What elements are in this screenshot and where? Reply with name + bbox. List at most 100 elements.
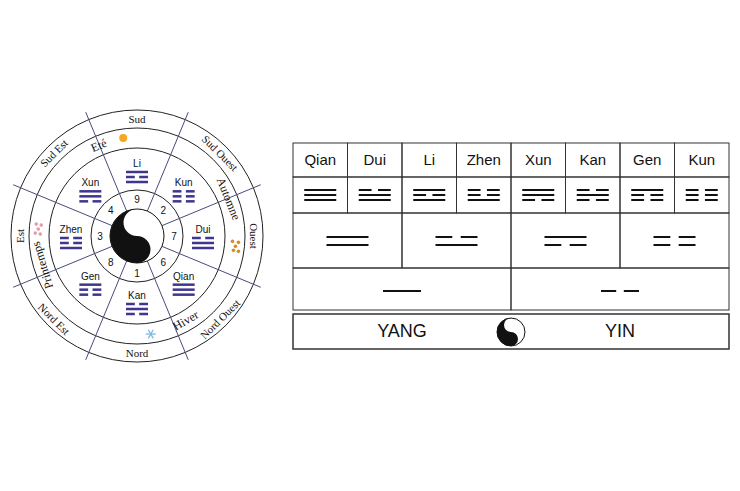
leaf-icon	[237, 250, 241, 254]
trigram-symbol	[686, 189, 699, 191]
trigram-symbol	[705, 199, 718, 201]
table-cell	[675, 177, 730, 213]
table-cell	[293, 143, 348, 177]
trigram-symbol	[686, 199, 699, 201]
trigram-symbol	[413, 189, 445, 191]
trigram-symbol	[413, 194, 426, 196]
blossom-icon	[38, 232, 42, 236]
trigram-name: Kan	[128, 290, 146, 301]
sector-line	[13, 246, 112, 287]
yin-label: YIN	[605, 322, 635, 342]
table-cell	[511, 177, 566, 213]
trigram-symbol	[359, 199, 391, 201]
number-label: 6	[160, 257, 166, 268]
trigram-symbol	[596, 189, 609, 191]
table-cell	[511, 143, 566, 177]
trigram-symbol	[487, 194, 500, 196]
snowflake-icon	[148, 330, 153, 339]
trigram-symbol	[468, 194, 481, 196]
trigram-symbol	[173, 293, 195, 296]
blossom-icon	[34, 222, 38, 226]
table-header: Qian	[304, 152, 336, 169]
trigram-symbol	[577, 199, 590, 201]
trigram-name: Kun	[175, 177, 193, 188]
trigram-symbol	[186, 195, 195, 198]
trigram-name: Li	[133, 158, 141, 169]
direction-label: Sud Ouest	[199, 133, 240, 174]
trigram-symbol	[304, 189, 336, 191]
table-cell	[348, 143, 403, 177]
bigram-symbol	[545, 236, 587, 238]
number-label: 2	[160, 204, 166, 215]
trigram-symbol	[126, 303, 135, 306]
direction-label: Ouest	[248, 223, 260, 249]
trigram-symbol	[139, 303, 148, 306]
ring	[11, 110, 263, 362]
number-label: 3	[97, 231, 103, 242]
trigram-symbol	[192, 237, 201, 240]
sector-line	[162, 246, 261, 287]
direction-label: Sud Est	[38, 137, 71, 170]
table-cell	[620, 177, 675, 213]
trigram-symbol	[79, 288, 88, 291]
trigram-symbol	[522, 199, 535, 201]
blossom-icon	[39, 223, 43, 227]
trigram-name: Zhen	[60, 224, 83, 235]
bigram-symbol	[654, 244, 671, 246]
trigram-name: Gen	[81, 270, 100, 281]
trigram-symbol	[304, 194, 336, 196]
table-cell	[620, 143, 675, 177]
leaf-icon	[231, 240, 235, 244]
trigram-symbol	[186, 200, 195, 203]
table-cell	[293, 177, 348, 213]
trigram-symbol	[192, 242, 214, 245]
trigram-symbol	[79, 195, 101, 198]
sector-line	[13, 185, 112, 226]
trigram-symbol	[705, 194, 718, 196]
trigram-symbol	[432, 194, 445, 196]
trigram-symbol	[126, 181, 148, 184]
table-cell	[511, 268, 729, 310]
bigram-symbol	[654, 236, 671, 238]
direction-label: Sud	[128, 113, 145, 125]
sector-line	[162, 185, 261, 226]
trigram-symbol	[378, 189, 391, 191]
yin-yang-symbol	[509, 323, 514, 328]
trigram-symbol	[631, 194, 644, 196]
trigram-symbol	[60, 247, 82, 250]
trigram-symbol	[93, 288, 102, 291]
yin-line	[624, 290, 639, 292]
yin-yang-symbol	[110, 209, 151, 263]
trigram-symbol	[139, 176, 148, 179]
bigram-symbol	[461, 236, 478, 238]
bigram-symbol	[545, 244, 562, 246]
trigram-symbol	[577, 189, 590, 191]
table-cell	[511, 213, 620, 268]
yin-yang-symbol	[110, 209, 164, 263]
trigram-symbol	[522, 194, 554, 196]
leaf-icon	[234, 245, 238, 249]
yin-yang-symbol	[133, 245, 142, 254]
table-cell	[402, 143, 457, 177]
ring	[49, 148, 225, 324]
table-cell	[457, 177, 512, 213]
trigram-symbol	[173, 190, 182, 193]
sun-icon	[119, 134, 127, 142]
trigram-symbol	[468, 189, 481, 191]
trigram-symbol	[686, 194, 699, 196]
season-label: Automne	[213, 176, 242, 222]
trigram-symbol	[577, 194, 609, 196]
trigram-name: Dui	[195, 224, 210, 235]
table-header: Zhen	[467, 152, 501, 169]
season-label: Hiver	[171, 308, 201, 333]
yin-yang-symbol	[497, 318, 518, 346]
trigram-symbol	[359, 194, 391, 196]
table-cell	[402, 177, 457, 213]
trigram-symbol	[126, 308, 148, 311]
trigram-symbol	[186, 190, 195, 193]
trigram-symbol	[93, 200, 102, 203]
trigram-symbol	[79, 283, 101, 286]
bigram-symbol	[679, 236, 696, 238]
